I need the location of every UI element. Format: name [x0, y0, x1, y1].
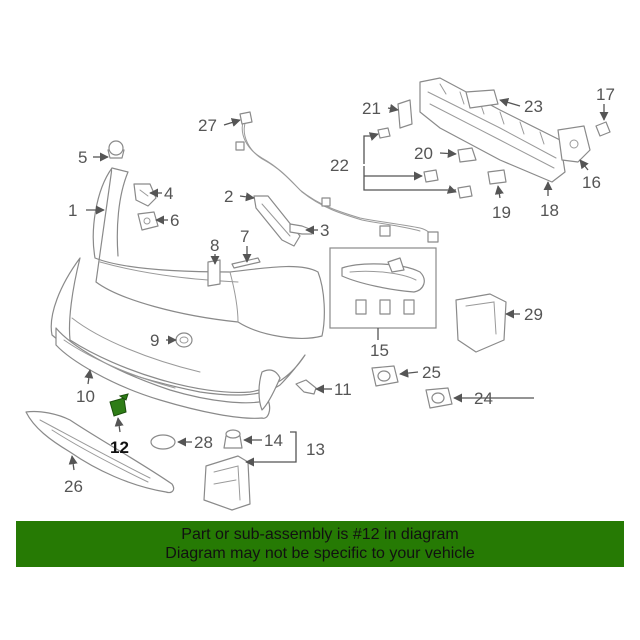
callout-3[interactable]: 3 — [320, 221, 329, 240]
info-banner: Part or sub-assembly is #12 in diagram D… — [16, 521, 624, 567]
callout-6[interactable]: 6 — [170, 211, 179, 230]
bracket-20 — [457, 147, 477, 163]
callout-21[interactable]: 21 — [362, 99, 381, 118]
callout-14[interactable]: 14 — [264, 431, 283, 450]
callout-5[interactable]: 5 — [78, 148, 87, 167]
lamp-assembly — [329, 247, 437, 329]
callout-25[interactable]: 25 — [422, 363, 441, 382]
callout-2[interactable]: 2 — [224, 187, 233, 206]
wiring-harness — [235, 111, 439, 243]
bracket-4 — [133, 183, 157, 207]
callout-29[interactable]: 29 — [524, 305, 543, 324]
callout-26[interactable]: 26 — [64, 477, 83, 496]
callout-19[interactable]: 19 — [492, 203, 511, 222]
callout-13[interactable]: 13 — [306, 440, 325, 459]
callout-16[interactable]: 16 — [582, 173, 601, 192]
callout-23[interactable]: 23 — [524, 97, 543, 116]
sensor-25 — [371, 365, 399, 387]
callout-7[interactable]: 7 — [240, 227, 249, 246]
grommet-9 — [175, 332, 193, 348]
reflector-8 — [207, 259, 221, 287]
clip-5 — [107, 140, 125, 159]
callout-4[interactable]: 4 — [164, 184, 173, 203]
callout-10[interactable]: 10 — [76, 387, 95, 406]
molding-7 — [231, 257, 261, 269]
callout-17[interactable]: 17 — [596, 85, 615, 104]
callout-28[interactable]: 28 — [194, 433, 213, 452]
fasteners-22 — [377, 127, 473, 199]
callout-22[interactable]: 22 — [330, 156, 349, 175]
sensor-24 — [425, 387, 453, 409]
callout-12[interactable]: 12 — [110, 438, 129, 457]
reinforcement-beam — [419, 77, 566, 183]
banner-line-part: Part or sub-assembly is #12 in diagram — [181, 526, 459, 543]
callout-24[interactable]: 24 — [474, 389, 493, 408]
bracket-19 — [487, 169, 507, 185]
callout-8[interactable]: 8 — [210, 236, 219, 255]
callout-9[interactable]: 9 — [150, 331, 159, 350]
leader-lines — [68, 97, 609, 471]
callout-11[interactable]: 11 — [334, 380, 352, 399]
callout-15[interactable]: 15 — [370, 341, 389, 360]
callout-1[interactable]: 1 — [68, 201, 77, 220]
screw-11 — [295, 379, 317, 395]
callout-18[interactable]: 18 — [540, 201, 559, 220]
bracket-21 — [397, 99, 413, 129]
lower-valance — [25, 410, 175, 494]
callout-labels: 1 2 3 4 5 6 7 8 9 10 11 12 13 14 15 16 1… — [64, 85, 615, 496]
bracket-6 — [137, 211, 159, 231]
cap-28 — [150, 434, 176, 450]
banner-line-disclaimer: Diagram may not be specific to your vehi… — [165, 545, 475, 562]
bolt-17 — [595, 121, 611, 137]
absorber-23 — [465, 89, 499, 109]
bracket-29 — [455, 293, 507, 353]
screw-3 — [289, 223, 313, 235]
trim-2 — [253, 195, 301, 247]
highlighted-part-12[interactable] — [109, 393, 129, 417]
bracket-16 — [557, 125, 591, 163]
callout-27[interactable]: 27 — [198, 116, 217, 135]
nut-14 — [223, 429, 243, 449]
bumper-cover — [50, 167, 325, 419]
bracket-13 — [203, 455, 251, 511]
callout-20[interactable]: 20 — [414, 144, 433, 163]
